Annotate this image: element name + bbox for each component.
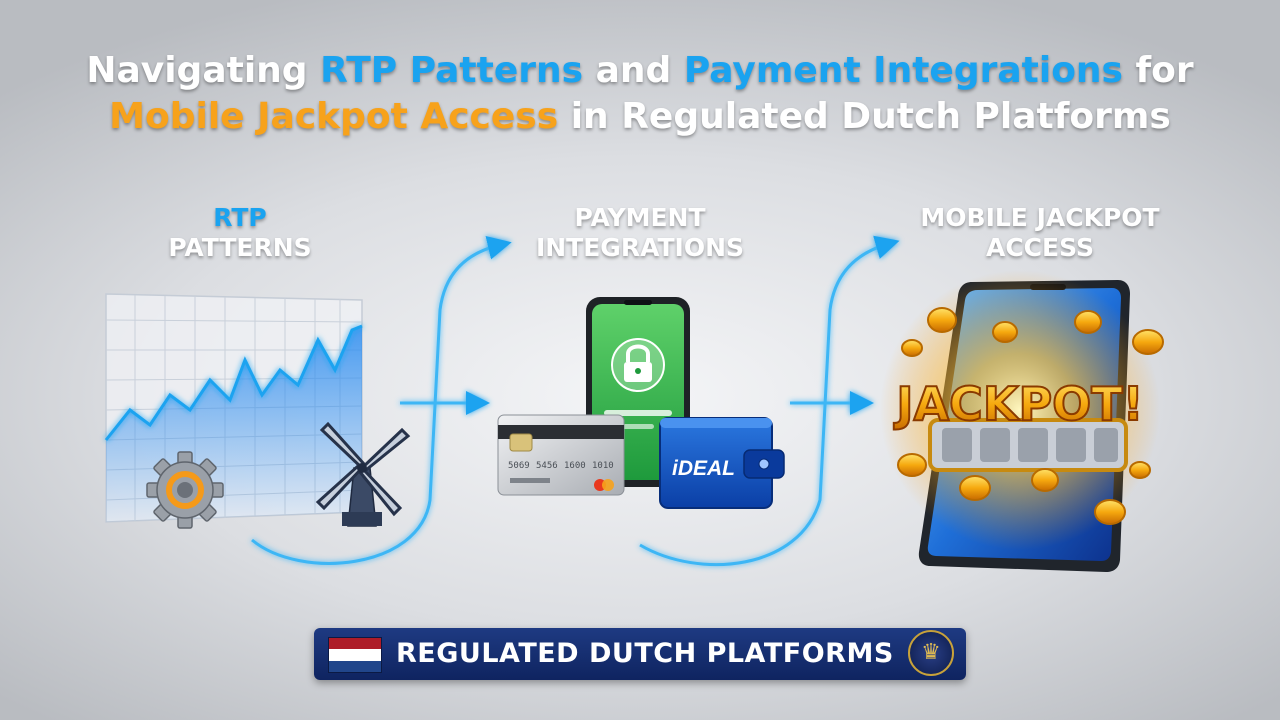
card-number-group: 5456 [536, 461, 558, 471]
coin-icon [897, 453, 927, 477]
ideal-wallet: iDEAL [659, 417, 785, 509]
card-number-group: 1010 [592, 461, 614, 471]
coin-icon [901, 339, 923, 357]
stage-heading-line: ACCESS [985, 233, 1094, 262]
rtp-chart [104, 293, 363, 523]
stage-heading-line: PAYMENT [574, 203, 706, 232]
jackpot-label: JACKPOT! [893, 377, 1143, 431]
stage-heading-line: MOBILE JACKPOT [920, 203, 1160, 232]
ideal-brand-label: iDEAL [672, 457, 735, 480]
flow-arrows [251, 235, 900, 567]
coin-icon [1129, 461, 1151, 479]
arrow-icon [639, 235, 900, 567]
coin-icon [992, 321, 1018, 343]
dutch-flag [328, 637, 382, 673]
title-text: in Regulated Dutch Platforms [558, 96, 1171, 137]
coin-icon [927, 307, 957, 333]
title-text: and [583, 50, 684, 91]
coin-icon [1031, 468, 1059, 492]
page-title: Navigating RTP Patterns and Payment Inte… [0, 48, 1280, 140]
title-highlight-payment: Payment Integrations [683, 50, 1123, 91]
stage-heading-line: PATTERNS [168, 233, 312, 262]
flag-stripe-blue [329, 660, 381, 672]
coin-icon [1074, 310, 1102, 334]
jackpot-burst [880, 270, 1160, 550]
lock-icon [611, 338, 665, 392]
stage-heading-jackpot: MOBILE JACKPOT ACCESS [880, 203, 1200, 263]
windmill-icon [315, 421, 411, 527]
stage-heading-rtp: RTP PATTERNS [140, 203, 340, 263]
flag-stripe-red [329, 638, 381, 650]
stage-heading-line: RTP [213, 203, 267, 232]
coin-icon [959, 475, 991, 501]
arrow-icon [251, 236, 512, 565]
title-line-1: Navigating RTP Patterns and Payment Inte… [0, 48, 1280, 94]
coin-icon [1132, 329, 1164, 355]
credit-card: 5069 5456 1600 1010 [497, 414, 625, 496]
title-highlight-rtp: RTP Patterns [320, 50, 584, 91]
coin-icon [1094, 499, 1126, 525]
flag-stripe-white [329, 649, 381, 661]
title-line-2: Mobile Jackpot Access in Regulated Dutch… [0, 94, 1280, 140]
title-text: Navigating [86, 50, 321, 91]
banner-label: REGULATED DUTCH PLATFORMS [396, 638, 894, 669]
stage-heading-line: INTEGRATIONS [535, 233, 745, 262]
seal-icon: ♛ [908, 630, 954, 676]
stage-heading-payment: PAYMENT INTEGRATIONS [510, 203, 770, 263]
title-text: for [1122, 50, 1194, 91]
gear-icon [146, 451, 224, 529]
slot-reels [928, 418, 1128, 472]
title-highlight-jackpot: Mobile Jackpot Access [109, 96, 559, 137]
card-number-group: 1600 [564, 461, 586, 471]
chip-icon [509, 433, 533, 452]
coins [897, 307, 1164, 525]
regulated-banner: REGULATED DUTCH PLATFORMS ♛ [314, 628, 966, 680]
card-number-group: 5069 [508, 461, 530, 471]
